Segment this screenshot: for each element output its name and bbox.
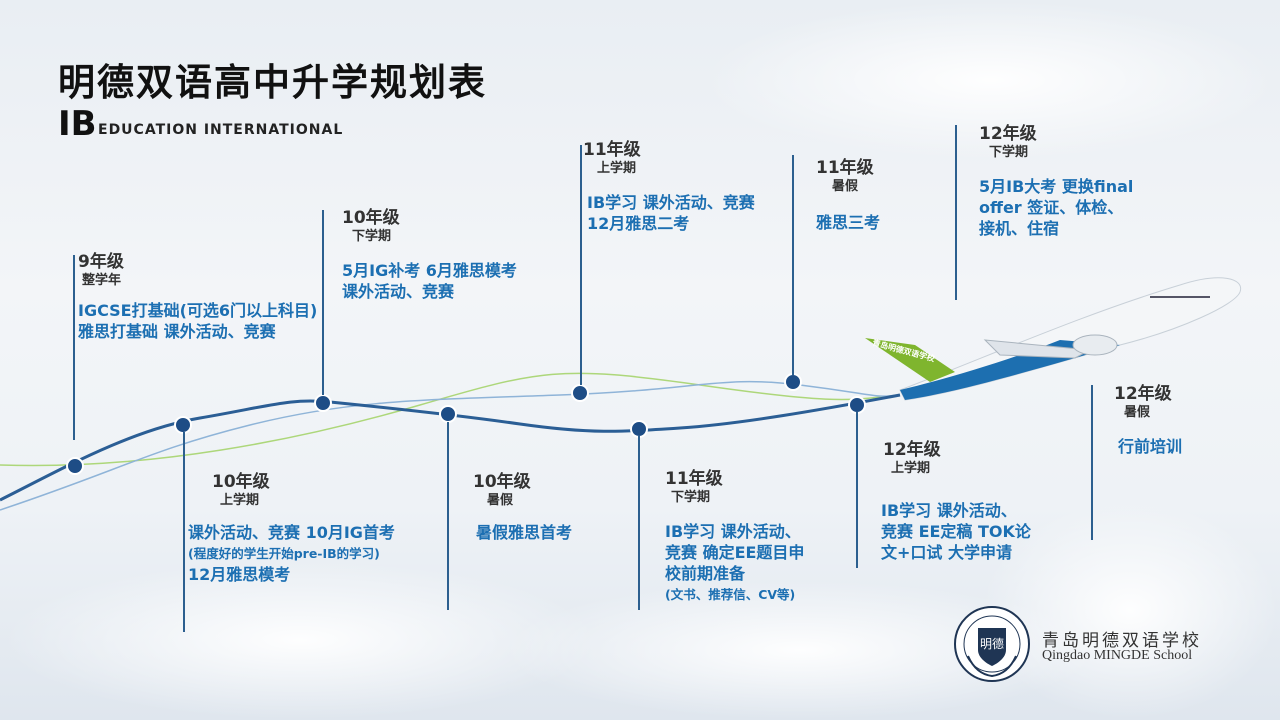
divider (638, 436, 640, 610)
dot (439, 405, 457, 423)
light-blue-curve (0, 380, 901, 511)
dot (571, 384, 589, 402)
milestone-grade11-spring: 11年级 下学期 IB学习 课外活动、竞赛 确定EE题目申校前期准备(文书、推荐… (665, 469, 805, 602)
divider (856, 412, 858, 568)
dot (66, 457, 84, 475)
svg-text:明德: 明德 (980, 636, 1004, 651)
dot (784, 373, 802, 391)
cloud (980, 500, 1280, 720)
divider (447, 422, 449, 610)
page-title: 明德双语高中升学规划表 (58, 61, 487, 104)
divider (792, 155, 794, 375)
airplane-image: 青岛明德双语学校 (865, 277, 1242, 401)
main-curve (0, 393, 901, 502)
divider (73, 255, 75, 440)
school-seal-logo: 明德 (954, 606, 1030, 682)
green-curve (0, 372, 901, 467)
divider (183, 432, 185, 632)
milestone-grade12-summer: 12年级 暑假 行前培训 (1114, 384, 1183, 456)
cloud (700, 0, 1280, 160)
milestone-grade10-summer: 10年级 暑假 暑假雅思首考 (473, 472, 573, 542)
milestone-grade9: 9年级 整学年 IGCSE打基础(可选6门以上科目)雅思打基础 课外活动、竞赛 (78, 252, 318, 341)
milestone-grade10-spring: 10年级 下学期 5月IG补考 6月雅思模考课外活动、竞赛 (342, 208, 517, 301)
divider (955, 125, 957, 300)
dot (630, 420, 648, 438)
dot (174, 416, 192, 434)
divider (1091, 385, 1093, 540)
dot (848, 396, 866, 414)
milestone-grade10-fall: 10年级 上学期 课外活动、竞赛 10月IG首考(程度好的学生开始pre-IB的… (188, 472, 395, 584)
ib-mark: IB (58, 104, 97, 144)
divider (580, 145, 582, 385)
dot (314, 394, 332, 412)
school-name-cn: 青岛明德双语学校 (1042, 631, 1202, 651)
cloud (0, 560, 600, 720)
divider (322, 210, 324, 395)
subtitle: EDUCATION INTERNATIONAL (98, 122, 344, 138)
milestone-grade11-summer: 11年级 暑假 雅思三考 (816, 158, 881, 232)
school-name-en: Qingdao MINGDE School (1042, 648, 1193, 663)
timeline-dots (66, 373, 866, 475)
milestone-grade12-fall: 12年级 上学期 IB学习 课外活动、竞赛 EE定稿 TOK论文+口试 大学申请 (881, 440, 1031, 562)
